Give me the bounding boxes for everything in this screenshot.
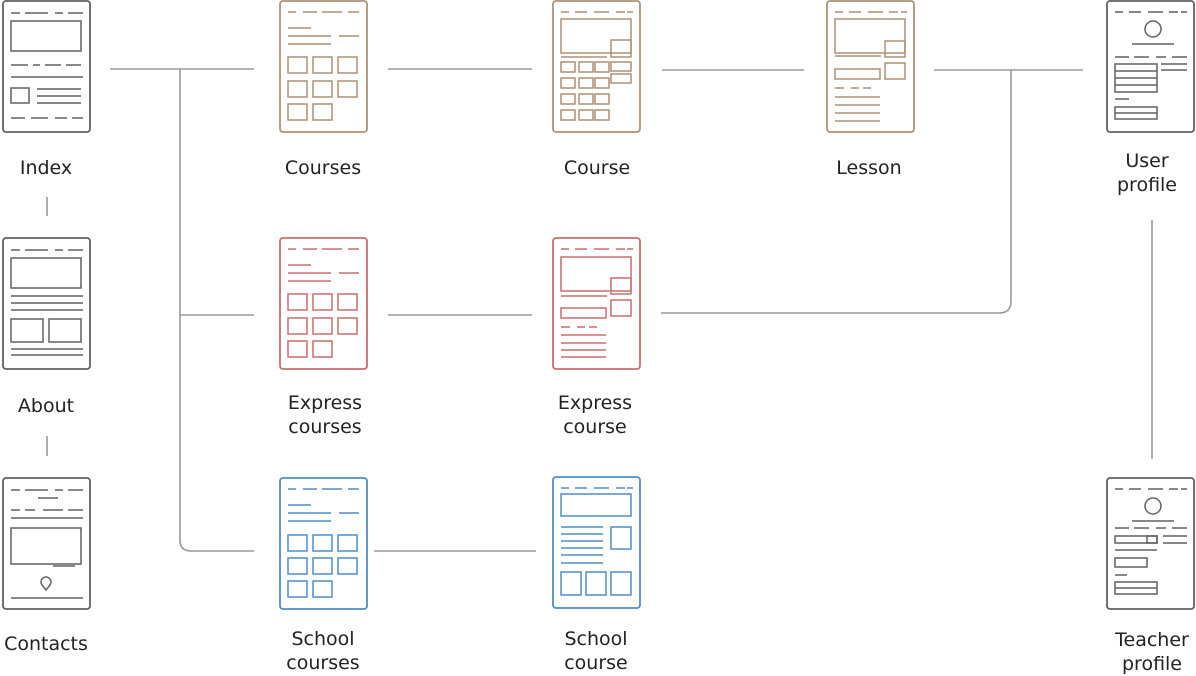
index-page-wireframe-icon (2, 0, 91, 133)
label-about: About (17, 395, 75, 417)
label-school-courses: School courses (286, 628, 360, 674)
lesson-page-wireframe-icon (826, 0, 915, 133)
courses-page-wireframe-icon (279, 0, 368, 133)
course-page-wireframe-icon (552, 0, 641, 133)
teacher-profile-page-wireframe-icon (1106, 477, 1195, 610)
connector-express-course-user-profile (661, 70, 1012, 314)
connector-trunk (179, 69, 254, 552)
label-index: Index (19, 157, 73, 179)
label-express-course: Express course (557, 392, 633, 438)
label-courses: Courses (284, 157, 362, 179)
label-express-courses: Express courses (287, 392, 363, 438)
label-course: Course (563, 157, 631, 179)
school-course-page-wireframe-icon (552, 476, 641, 609)
school-courses-page-wireframe-icon (279, 477, 368, 610)
label-teacher-profile: Teacher profile (1115, 629, 1189, 675)
user-profile-page-wireframe-icon (1106, 0, 1195, 133)
about-page-wireframe-icon (2, 237, 91, 370)
connectors (46, 68, 1153, 552)
label-user-profile: User profile (1116, 150, 1177, 196)
label-contacts: Contacts (4, 633, 88, 655)
label-lesson: Lesson (836, 157, 902, 179)
express-course-page-wireframe-icon (552, 237, 641, 370)
label-school-course: School course (564, 628, 628, 674)
contacts-page-wireframe-icon (2, 477, 91, 610)
express-courses-page-wireframe-icon (279, 237, 368, 370)
page-wireframes (2, 0, 1195, 610)
